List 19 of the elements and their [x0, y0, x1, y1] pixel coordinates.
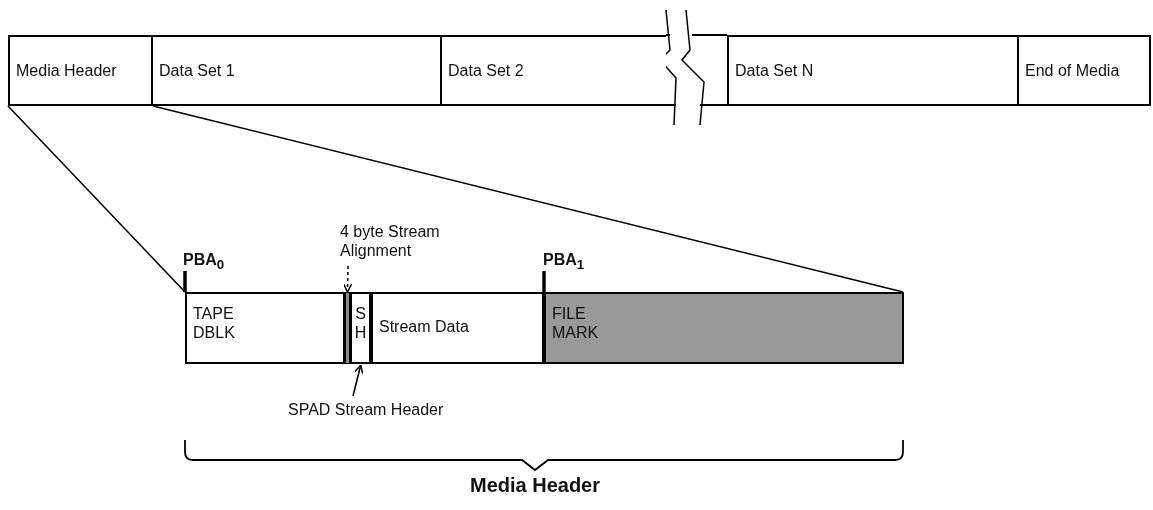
dashed-arrow — [342, 265, 353, 293]
annotation: SPAD Stream Header — [288, 400, 468, 419]
segment-box: Stream Data — [371, 292, 544, 364]
alignment-pad — [345, 292, 350, 364]
annotation: 4 byte Stream Alignment — [340, 222, 500, 260]
segment-box: End of Media — [1017, 35, 1151, 106]
segment-box: Data Set 2 — [440, 35, 666, 106]
address-label: PBA$_{1}$ — [543, 250, 585, 275]
header-box: S H — [350, 292, 371, 364]
expansion-line — [7, 105, 186, 293]
segment-box: TAPE DBLK — [185, 292, 345, 364]
segment-box: Data Set N — [727, 35, 1019, 106]
expansion-line — [152, 105, 904, 293]
section-label: Media Header — [468, 476, 602, 495]
segment-box: Data Set 1 — [151, 35, 442, 106]
file-mark-box: FILE MARK — [544, 292, 904, 364]
arrow — [352, 364, 364, 397]
segment-box: Media Header — [8, 35, 153, 106]
address-label: PBA$_{0}$ — [183, 250, 225, 275]
